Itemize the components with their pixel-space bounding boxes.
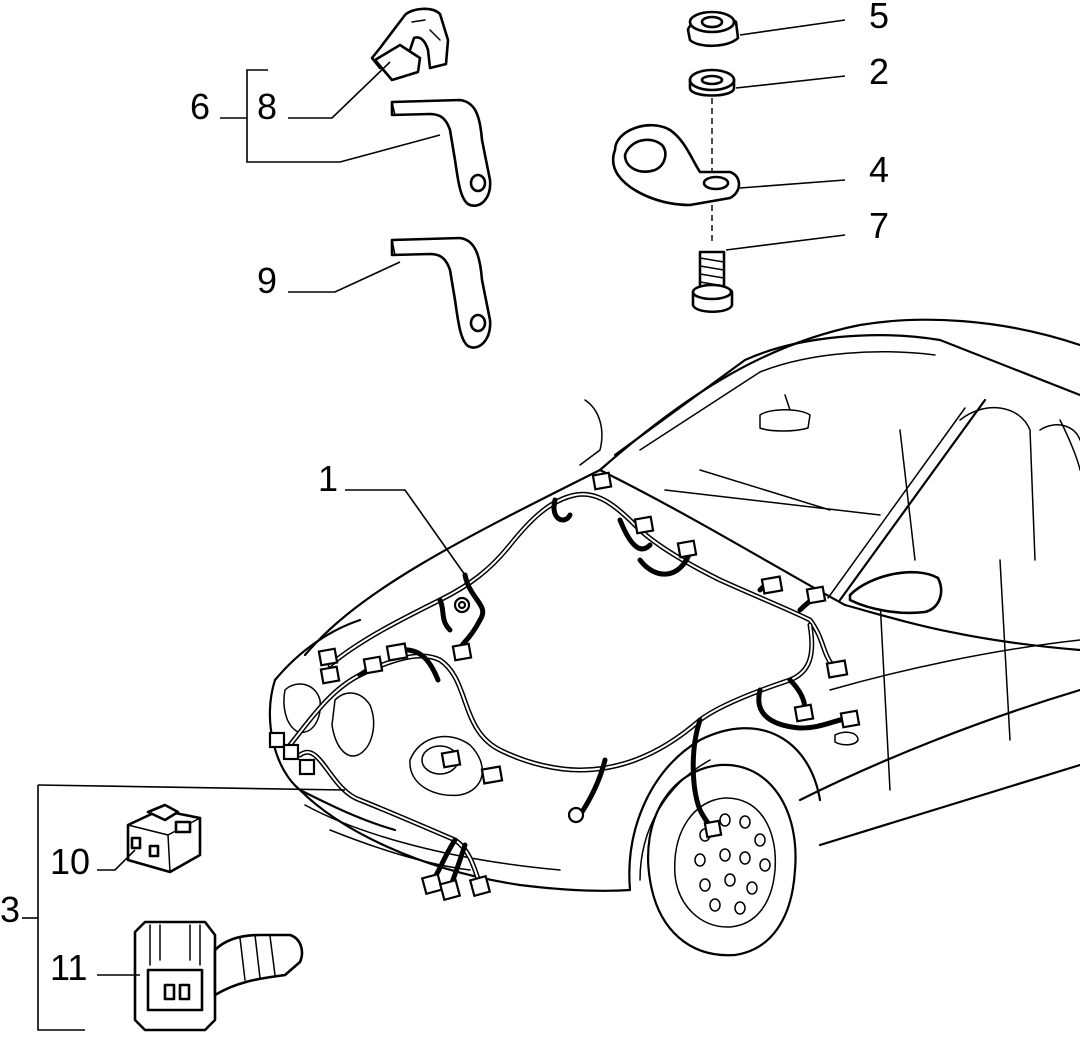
connector-part-11 <box>133 920 304 1032</box>
bracket-part-6 <box>390 98 492 207</box>
car-body <box>268 318 1080 957</box>
nut-part-5 <box>686 10 740 48</box>
clamp-part-4 <box>611 124 741 207</box>
connector-part-10 <box>126 803 202 874</box>
callout-6: 6 <box>190 86 210 127</box>
callout-7: 7 <box>869 205 889 246</box>
callout-4: 4 <box>869 149 889 190</box>
callout-3: 3 <box>0 889 20 930</box>
callout-1: 1 <box>318 458 338 499</box>
leader-lines <box>22 19 846 1031</box>
wiring-harness <box>268 471 861 902</box>
callout-labels: 5 2 4 7 6 8 9 1 10 3 11 <box>0 0 889 988</box>
bolt-part-7 <box>691 250 734 314</box>
clip-part-8 <box>370 7 450 82</box>
callout-11: 11 <box>50 947 87 988</box>
washer-part-2 <box>688 68 736 97</box>
callout-10: 10 <box>50 841 90 882</box>
callout-8: 8 <box>257 86 277 127</box>
callout-2: 2 <box>869 51 889 92</box>
callout-9: 9 <box>257 260 277 301</box>
bracket-part-9 <box>390 236 492 349</box>
wheel-holes <box>694 813 771 915</box>
callout-5: 5 <box>869 0 889 36</box>
